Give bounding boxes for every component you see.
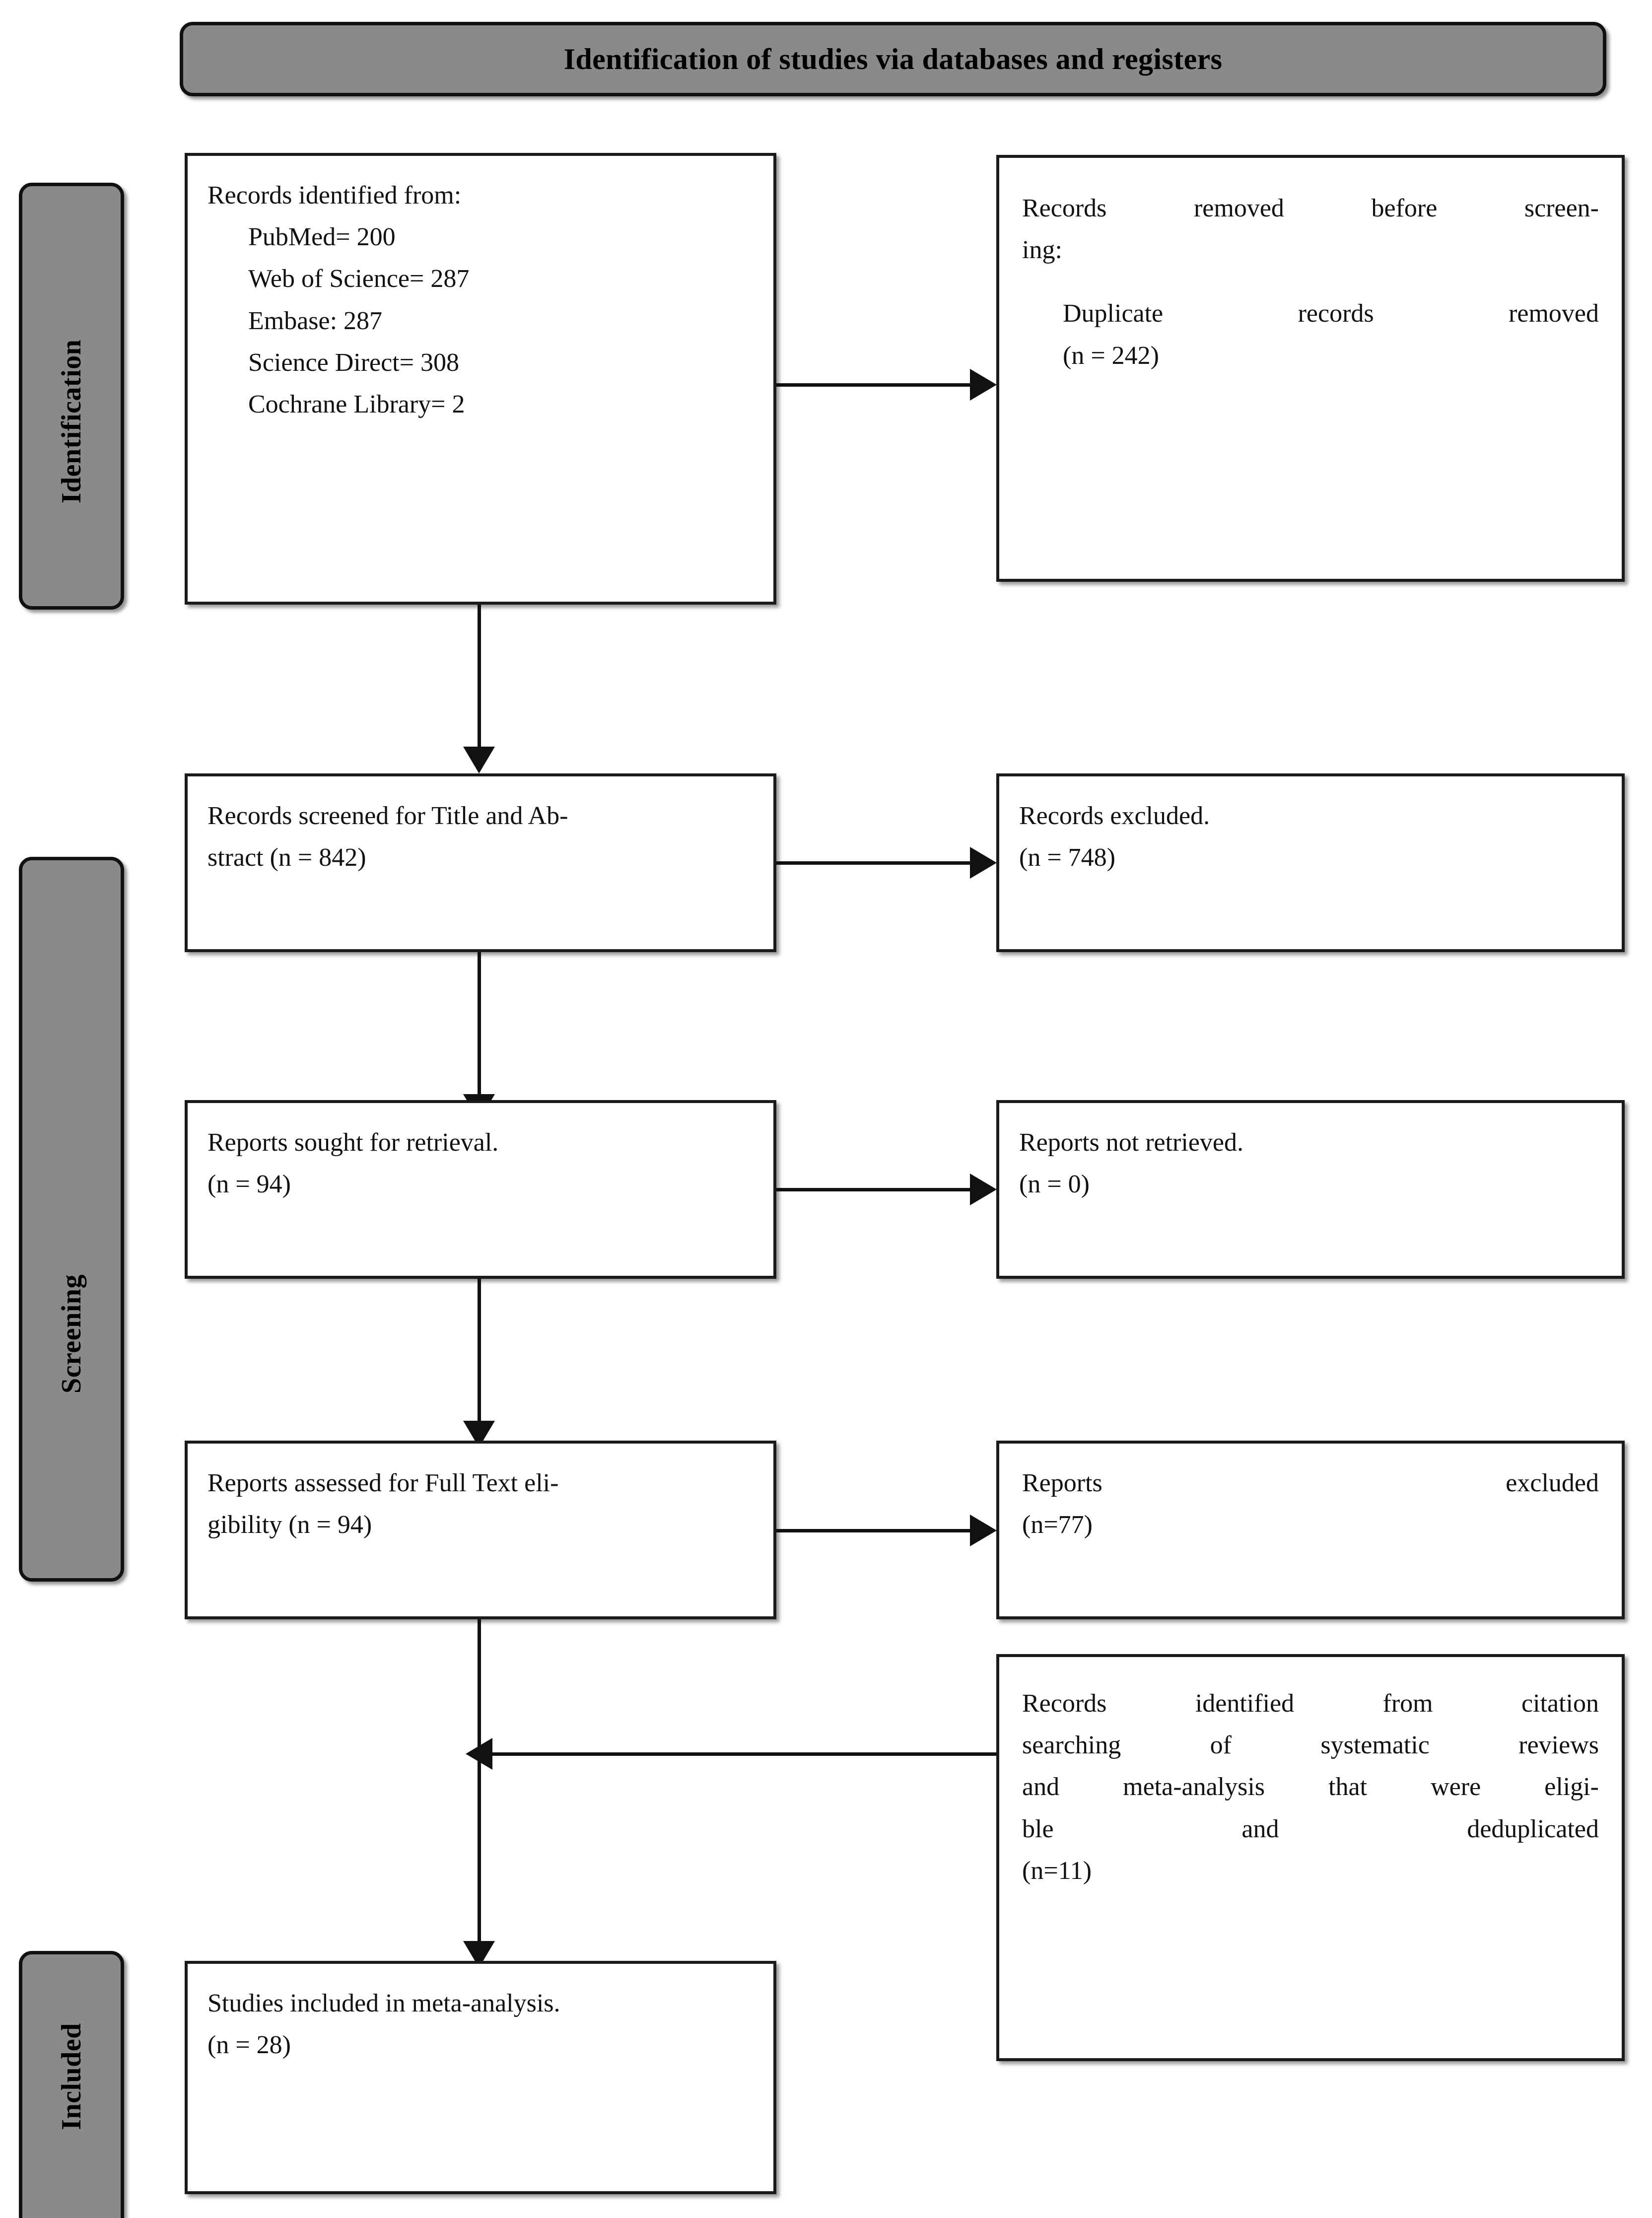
citation-search-line4: ble and deduplicated	[1022, 1814, 1599, 1843]
citation-search-line3: and meta-analysis that were eligi-	[1022, 1773, 1599, 1802]
header-title: Identification of studies via databases …	[563, 42, 1223, 75]
records-removed-line2: ing:	[1022, 236, 1062, 265]
arrowhead-assessed-to-reports-excluded	[970, 1515, 997, 1546]
source-pubmed: PubMed= 200	[248, 223, 396, 252]
connector-citation-to-included	[492, 1752, 997, 1756]
source-cochrane-library: Cochrane Library= 2	[248, 390, 465, 419]
stage-pill-screening: Screening	[19, 857, 124, 1582]
box-studies-included: Studies included in meta-analysis. (n = …	[185, 1961, 776, 2194]
connector-sought-to-not-retrieved	[776, 1188, 970, 1191]
stage-pill-identification: Identification	[19, 183, 124, 610]
studies-included-line1: Studies included in meta-analysis.	[207, 1989, 560, 2017]
connector-sought-to-assessed	[478, 1279, 481, 1421]
box-records-removed: Records removed before screen- ing: Dupl…	[996, 155, 1625, 582]
box-reports-assessed: Reports assessed for Full Text eli- gibi…	[185, 1441, 776, 1619]
stage-pill-included: Included	[19, 1951, 124, 2218]
box-reports-not-retrieved: Reports not retrieved. (n = 0)	[996, 1100, 1625, 1279]
records-excluded-line1: Records excluded.	[1019, 802, 1210, 830]
arrowhead-identified-to-screened	[463, 747, 495, 773]
reports-sought-line1: Reports sought for retrieval.	[207, 1128, 499, 1157]
records-identified-heading: Records identified from:	[207, 181, 462, 209]
box-citation-search: Records identified from citation searchi…	[996, 1654, 1625, 2061]
reports-sought-line2: (n = 94)	[207, 1170, 291, 1199]
records-removed-spacer	[1022, 271, 1599, 293]
connector-identified-to-removed	[776, 383, 970, 387]
source-science-direct: Science Direct= 308	[248, 348, 459, 377]
box-records-identified: Records identified from: PubMed= 200 Web…	[185, 153, 776, 605]
stage-label-included: Included	[56, 2023, 87, 2130]
citation-search-line1: Records identified from citation	[1022, 1689, 1599, 1718]
arrowhead-sought-to-not-retrieved	[970, 1174, 997, 1205]
arrowhead-screened-to-excluded	[970, 847, 997, 879]
connector-assessed-to-included	[478, 1619, 481, 1941]
box-records-screened: Records screened for Title and Ab- strac…	[185, 773, 776, 952]
arrowhead-citation-to-included	[466, 1738, 492, 1770]
box-records-excluded: Records excluded. (n = 748)	[996, 773, 1625, 952]
records-screened-line2: stract (n = 842)	[207, 843, 366, 872]
citation-search-line2: searching of systematic reviews	[1022, 1731, 1599, 1760]
reports-assessed-line2: gibility (n = 94)	[207, 1511, 372, 1539]
records-screened-line1: Records screened for Title and Ab-	[207, 802, 568, 830]
connector-screened-to-sought	[478, 952, 481, 1094]
reports-not-retrieved-line1: Reports not retrieved.	[1019, 1128, 1243, 1157]
records-excluded-line2: (n = 748)	[1019, 843, 1115, 872]
source-web-of-science: Web of Science= 287	[248, 265, 470, 293]
connector-assessed-to-reports-excluded	[776, 1529, 970, 1532]
citation-search-line5: (n=11)	[1022, 1856, 1092, 1885]
connector-screened-to-excluded	[776, 861, 970, 865]
connector-identified-to-screened	[478, 605, 481, 747]
studies-included-line2: (n = 28)	[207, 2031, 291, 2060]
stage-label-identification: Identification	[56, 339, 87, 504]
records-removed-line1: Records removed before screen-	[1022, 194, 1599, 222]
reports-not-retrieved-line2: (n = 0)	[1019, 1170, 1090, 1199]
header-banner: Identification of studies via databases …	[180, 22, 1606, 96]
reports-excluded-line1: Reports excluded	[1022, 1469, 1599, 1497]
duplicate-records-removed-count: (n = 242)	[1063, 341, 1159, 370]
duplicate-records-removed-label: Duplicate records removed	[1063, 299, 1599, 328]
reports-excluded-line2: (n=77)	[1022, 1511, 1093, 1539]
box-reports-sought: Reports sought for retrieval. (n = 94)	[185, 1100, 776, 1279]
arrowhead-identified-to-removed	[970, 369, 997, 401]
stage-label-screening: Screening	[56, 1274, 87, 1394]
box-reports-excluded: Reports excluded (n=77)	[996, 1441, 1625, 1619]
reports-assessed-line1: Reports assessed for Full Text eli-	[207, 1469, 559, 1497]
source-embase: Embase: 287	[248, 306, 383, 335]
